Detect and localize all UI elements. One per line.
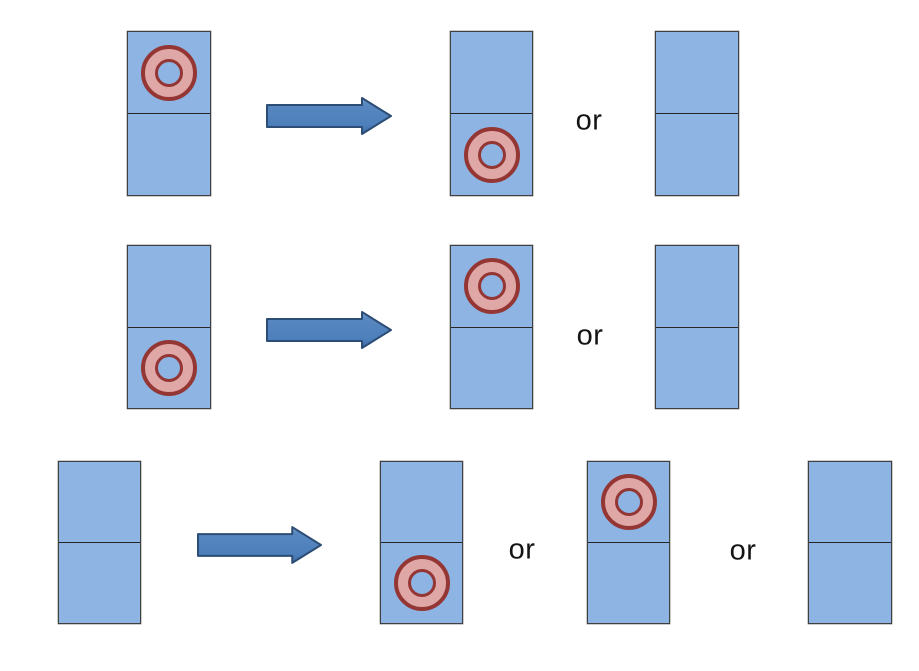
row3-outcome2-box [587,461,670,624]
row2-initial-upper-cell [128,246,210,328]
row2-right-arrow-icon [265,310,393,350]
row1-initial-state-box [127,31,211,196]
row3-outcome3-upper-cell [809,462,891,543]
row2-outcome1-box [450,245,533,409]
row3-outcome3-box [808,461,892,624]
row2-outcome1-lower-cell [451,328,532,409]
row3-initial-upper-cell [59,462,140,543]
donut-hole [477,140,506,169]
row1-or-label: or [575,104,603,137]
row1-outcome2-box [655,31,739,196]
row1-outcome1-box [450,31,533,196]
row3-initial-state-box [58,461,141,624]
row1-outcome1-lower-cell [451,114,532,195]
row3-initial-lower-cell [59,543,140,623]
row1-outcome2-lower-cell [656,114,738,195]
row2-initial-lower-cell [128,328,210,409]
donut-token-icon [141,339,197,396]
row2-initial-state-box [127,245,211,409]
donut-token-icon [463,126,520,183]
donut-token-icon [141,44,197,101]
row1-outcome2-upper-cell [656,32,738,114]
donut-hole [155,58,183,87]
row2-outcome1-upper-cell [451,246,532,328]
row3-outcome1-upper-cell [381,462,462,543]
row3-or-label-1: or [508,533,536,566]
row2-outcome2-lower-cell [656,328,738,409]
donut-token-icon [463,258,520,315]
donut-hole [614,488,643,516]
row3-right-arrow-icon [196,525,323,565]
row3-outcome2-lower-cell [588,543,669,623]
row3-outcome1-box [380,461,463,624]
row2-or-label: or [576,319,604,352]
donut-hole [477,272,506,301]
row1-initial-lower-cell [128,114,210,195]
donut-hole [155,353,183,382]
row2-outcome2-box [655,245,739,409]
donut-token-icon [600,474,657,530]
row1-initial-upper-cell [128,32,210,114]
donut-hole [407,569,436,597]
row2-outcome2-upper-cell [656,246,738,328]
row1-right-arrow-icon [265,96,393,136]
row1-outcome1-upper-cell [451,32,532,114]
row3-outcome2-upper-cell [588,462,669,543]
row3-outcome3-lower-cell [809,543,891,623]
row3-outcome1-lower-cell [381,543,462,623]
donut-token-icon [393,555,450,611]
row3-or-label-2: or [729,534,757,567]
